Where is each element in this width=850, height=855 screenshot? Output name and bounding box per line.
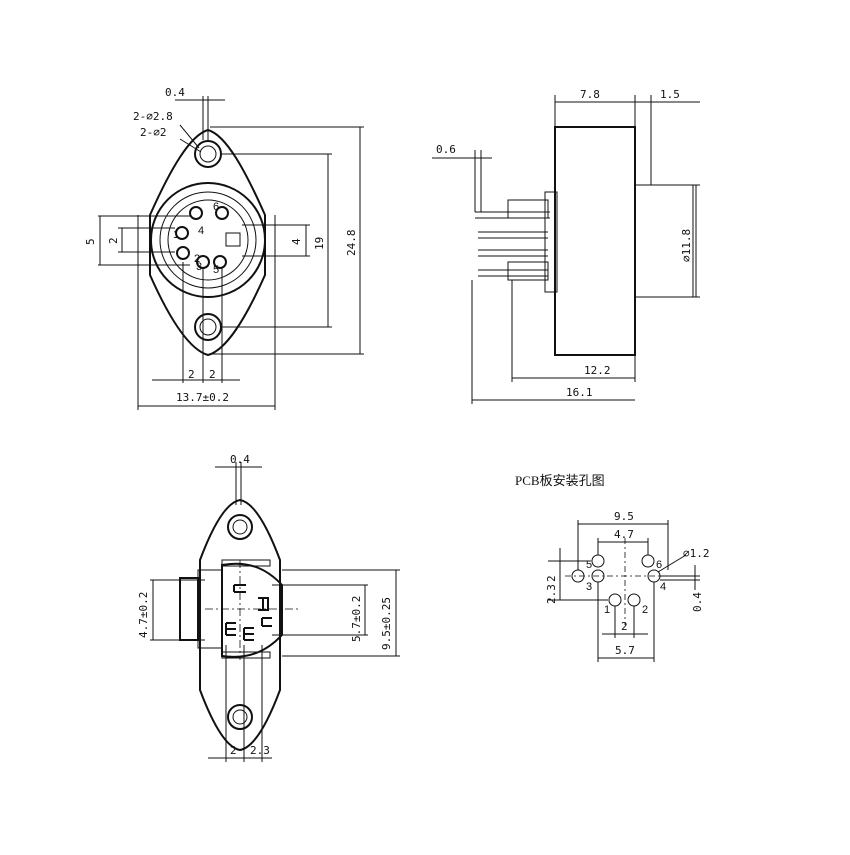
side-pin-block-b (507, 261, 549, 281)
side-housing (544, 191, 558, 293)
bottom-pin-mark-4 (243, 627, 254, 641)
front-pin-label-4: 4 (198, 225, 204, 237)
pcb-dim-top-outer: 9.5 (614, 510, 634, 523)
front-bottom-hole-inner (199, 318, 217, 336)
front-dim-width: 13.7±0.2 (176, 391, 229, 404)
pcb-hole-1 (608, 593, 622, 607)
bottom-bottom-hole-outer (227, 704, 253, 730)
bottom-pin-mark-2 (258, 597, 269, 611)
pcb-dim-bottom-outer: 5.7 (615, 644, 635, 657)
front-pin-label-2: 2 (194, 253, 200, 265)
front-dim-bottom-a: 2 (188, 368, 195, 381)
front-pin-4 (189, 206, 203, 220)
front-pin-2 (176, 246, 190, 260)
bottom-dim-right-b: 9.5±0.25 (380, 597, 393, 650)
bottom-dim-bottom-b: 2.3 (250, 744, 270, 757)
front-dim-left-outer: 5 (84, 238, 97, 245)
bottom-top-hole-outer (227, 514, 253, 540)
side-dim-total: 16.1 (566, 386, 593, 399)
front-dim-height-total: 24.8 (345, 230, 358, 257)
front-socket-outer (150, 182, 266, 298)
bottom-dim-left: 4.7±0.2 (137, 592, 150, 638)
front-socket-inner (159, 191, 257, 289)
pcb-pin-label-1: 1 (604, 604, 610, 616)
side-pin-1 (475, 211, 550, 219)
pcb-dim-top-inner: 4.7 (614, 528, 634, 541)
front-top-hole-outer (194, 140, 222, 168)
side-pin-2 (478, 231, 548, 239)
front-pin-label-3: 3 (196, 261, 202, 273)
front-dim-right-small: 4 (290, 238, 303, 245)
pcb-hole-6 (641, 554, 655, 568)
side-dim-pin-offset: 0.6 (436, 143, 456, 156)
bottom-top-hole-inner (232, 519, 248, 535)
bottom-view: 0.4 4.7±0.2 5.7±0.2 9.5±0.25 2 2.3 (137, 453, 400, 762)
pcb-layout: PCB板安装孔图 5 6 3 4 1 2 9.5 4.7 ⌀1.2 (515, 473, 710, 662)
pcb-dim-left-b: 2.3 (545, 584, 558, 604)
side-pin-4 (478, 269, 548, 277)
side-dim-body: 12.2 (584, 364, 611, 377)
pcb-pin-label-5: 5 (586, 559, 592, 571)
front-bottom-hole-outer (194, 313, 222, 341)
bottom-pin-mark-3 (225, 622, 236, 636)
bottom-dim-top: 0.4 (230, 453, 250, 466)
front-dim-bottom-b: 2 (209, 368, 216, 381)
front-pin-label-5: 5 (213, 264, 219, 276)
side-pin-block-a (507, 199, 549, 219)
front-hole-callout-a: 2-⌀2.8 (133, 110, 173, 123)
pcb-pin-label-4: 4 (660, 581, 666, 593)
pcb-pin-label-2: 2 (642, 604, 648, 616)
bottom-socket-outline (221, 562, 283, 658)
side-body (554, 126, 636, 356)
side-dim-diameter: ⌀11.8 (680, 229, 693, 262)
front-top-hole-inner (199, 145, 217, 163)
front-socket-key (225, 232, 241, 247)
side-pin-3 (478, 249, 548, 257)
front-flange-outline (149, 128, 267, 357)
front-dim-left-inner: 2 (107, 237, 120, 244)
pcb-title: PCB板安装孔图 (515, 473, 605, 488)
front-pin-label-1: 1 (173, 229, 179, 241)
bottom-housing-left (179, 577, 199, 641)
pcb-dim-bottom-inner: 2 (621, 620, 628, 633)
pcb-pin-label-3: 3 (586, 581, 592, 593)
front-pin-5 (213, 255, 227, 269)
front-pin-6 (215, 206, 229, 220)
front-socket-face (167, 199, 249, 281)
pcb-hole-2 (627, 593, 641, 607)
side-view: 7.8 1.5 0.6 ⌀11.8 12.2 16.1 (432, 88, 700, 404)
side-dim-top-a: 7.8 (580, 88, 600, 101)
bottom-rib-top (221, 559, 271, 567)
front-dim-top: 0.4 (165, 86, 185, 99)
front-view: 6 4 1 2 3 5 0.4 2-⌀2.8 2-⌀2 5 2 4 19 (84, 86, 364, 410)
pcb-dim-left-a: 2 (545, 575, 558, 582)
front-hole-callout-b: 2-⌀2 (140, 126, 167, 139)
bottom-dim-right-a: 5.7±0.2 (350, 596, 363, 642)
pcb-pin-label-6: 6 (656, 559, 662, 571)
front-pin-1 (175, 226, 189, 240)
pcb-dim-hole: ⌀1.2 (683, 547, 710, 560)
bottom-bottom-hole-inner (232, 709, 248, 725)
side-flange (634, 184, 694, 298)
front-dim-height-inner: 19 (313, 237, 326, 250)
pcb-dim-right: 0.4 (691, 592, 704, 612)
bottom-rib-bottom (221, 651, 271, 659)
bottom-dim-bottom-a: 2 (230, 744, 237, 757)
bottom-pin-mark-5 (261, 617, 272, 627)
side-dim-top-b: 1.5 (660, 88, 680, 101)
front-pin-label-6: 6 (213, 201, 219, 213)
pcb-hole-5 (591, 554, 605, 568)
